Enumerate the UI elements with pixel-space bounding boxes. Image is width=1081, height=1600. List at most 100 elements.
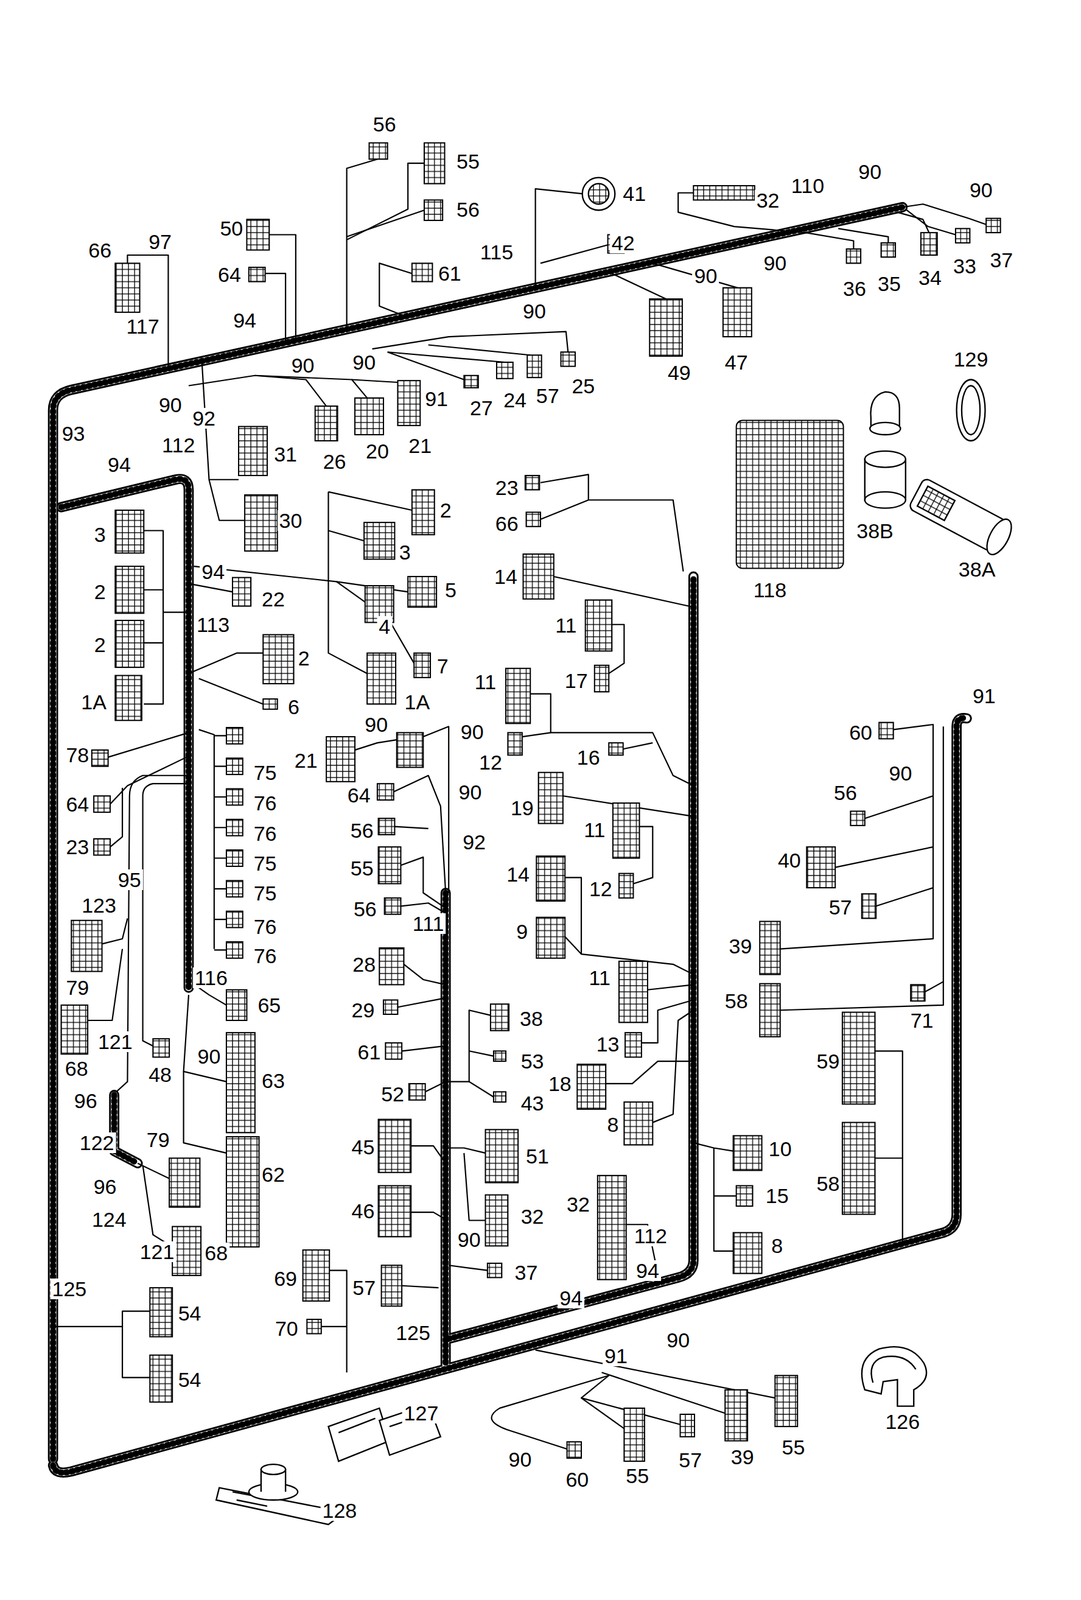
callout-number: 95 [116, 869, 144, 890]
callout-number: 115 [478, 241, 515, 263]
callout-number: 94 [105, 454, 133, 475]
callout-number: 121 [138, 1241, 177, 1262]
callout-number: 90 [350, 351, 378, 373]
callout-number: 22 [259, 588, 287, 610]
callout-number: 90 [455, 1228, 483, 1250]
callout-number: 90 [362, 713, 390, 735]
callout-number: 37 [987, 249, 1015, 271]
callout-number: 75 [251, 852, 279, 874]
callout-number: 64 [63, 793, 91, 815]
callout-number: 76 [251, 822, 279, 844]
callout-number: 126 [883, 1410, 922, 1432]
callout-number: 42 [609, 232, 637, 254]
callout-number: 76 [251, 792, 279, 814]
callout-number: 78 [63, 744, 91, 766]
callout-number: 14 [504, 863, 532, 885]
callout-number: 49 [665, 362, 693, 383]
callout-number: 12 [477, 751, 504, 773]
callout-number: 23 [493, 477, 521, 498]
callout-number: 2 [92, 581, 108, 602]
callout-number: 66 [493, 513, 521, 534]
callout-number: 34 [916, 267, 944, 288]
callout-number: 112 [160, 434, 197, 456]
callout-number: 37 [513, 1261, 540, 1283]
callout-number: 94 [199, 561, 227, 582]
callout-number: 69 [272, 1267, 299, 1289]
callout-number: 68 [202, 1242, 230, 1263]
callout-number: 90 [195, 1045, 223, 1067]
callout-number: 46 [349, 1200, 377, 1221]
callout-number: 90 [456, 781, 484, 803]
callout-number: 76 [251, 945, 279, 966]
callout-number: 110 [789, 175, 826, 196]
callout-number: 62 [259, 1163, 287, 1185]
callout-number: 116 [192, 967, 230, 988]
callout-number: 122 [77, 1132, 117, 1153]
callout-number: 91 [423, 388, 450, 410]
callout-number: 2 [92, 634, 108, 655]
callout-number: 3 [92, 524, 108, 545]
callout-number: 35 [875, 273, 903, 294]
callout-number: 111 [410, 913, 447, 934]
callout-number: 21 [292, 749, 320, 771]
callout-number: 64 [216, 264, 243, 285]
callout-number: 75 [251, 882, 279, 904]
callout-number: 113 [194, 614, 232, 635]
callout-number: 90 [157, 394, 184, 416]
callout-number: 50 [217, 217, 245, 239]
callout-number: 128 [320, 1499, 360, 1521]
callout-number: 13 [594, 1033, 622, 1055]
callout-number: 57 [350, 1276, 378, 1298]
callout-number: 70 [273, 1317, 301, 1339]
callout-number: 39 [726, 935, 754, 957]
callout-number: 1A [402, 691, 432, 713]
callout-number: 57 [676, 1449, 704, 1470]
callout-number: 92 [190, 407, 218, 429]
callout-number: 90 [856, 161, 884, 182]
callout-number: 123 [79, 894, 119, 916]
callout-number: 90 [692, 265, 720, 287]
callout-number: 11 [587, 967, 613, 988]
callout-number: 65 [255, 994, 283, 1016]
callout-number: 66 [86, 239, 114, 261]
callout-number: 56 [832, 782, 859, 803]
callout-number: 28 [350, 953, 378, 975]
callout-number: 54 [176, 1368, 204, 1390]
callout-number: 6 [286, 696, 302, 718]
callout-number: 60 [847, 721, 875, 743]
callout-number: 20 [363, 440, 391, 462]
callout-number: 30 [277, 510, 305, 531]
callout-number: 79 [63, 976, 91, 998]
callout-number: 60 [563, 1468, 591, 1490]
callout-number: 57 [827, 896, 854, 918]
callout-number: 124 [90, 1208, 129, 1230]
callout-number: 38A [956, 558, 998, 580]
callout-number: 94 [231, 309, 259, 331]
callout-number: 56 [371, 113, 399, 135]
callout-number: 90 [761, 252, 789, 274]
callout-number: 11 [553, 614, 579, 636]
callout-number: 51 [524, 1145, 551, 1167]
callout-number: 59 [815, 1050, 842, 1072]
callout-number: 7 [435, 655, 451, 677]
callout-number: 90 [458, 721, 486, 742]
callout-number: 68 [63, 1057, 91, 1079]
callout-number: 40 [776, 849, 803, 871]
callout-number: 43 [519, 1092, 546, 1114]
callout-number: 94 [557, 1287, 585, 1309]
callout-number: 91 [970, 685, 998, 707]
callout-number: 21 [406, 435, 434, 456]
callout-number: 64 [345, 784, 373, 806]
callout-number: 8 [605, 1113, 621, 1135]
callout-number: 61 [356, 1041, 383, 1063]
callout-number: 24 [501, 389, 529, 411]
callout-number: 4 [376, 615, 392, 637]
callout-number: 54 [176, 1302, 204, 1324]
callout-number: 17 [563, 670, 590, 691]
callout-number: 2 [296, 647, 312, 669]
callout-number: 39 [729, 1446, 756, 1467]
callout-number: 45 [349, 1136, 377, 1158]
callout-number: 32 [564, 1193, 592, 1215]
callout-number: 129 [951, 348, 991, 370]
callout-number: 90 [967, 179, 995, 201]
